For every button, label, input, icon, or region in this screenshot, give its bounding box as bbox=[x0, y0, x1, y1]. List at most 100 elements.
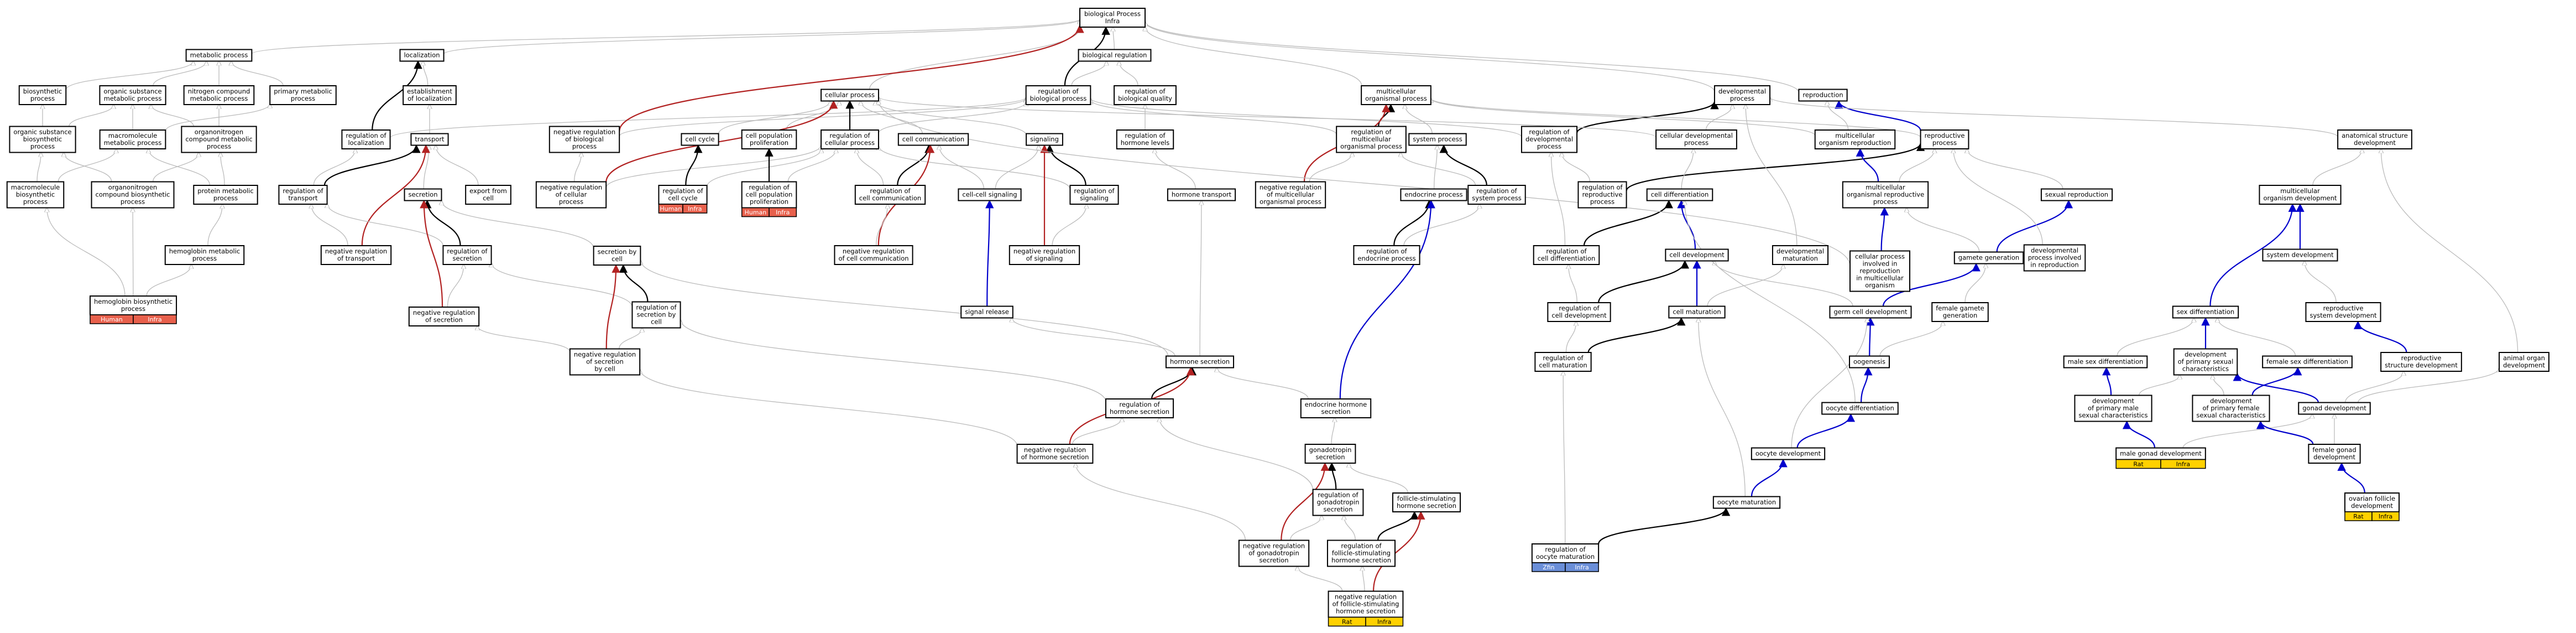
go-term-node-syster[interactable]: system development bbox=[2262, 248, 2338, 262]
go-term-node-hormsec[interactable]: hormone secretion bbox=[1165, 355, 1235, 369]
go-term-node-germcell[interactable]: germ cell development bbox=[1829, 305, 1912, 319]
go-term-node-femsexdiff[interactable]: female sex differentiation bbox=[2262, 355, 2353, 369]
go-term-node-endoproc[interactable]: endocrine process bbox=[1400, 188, 1467, 201]
go-term-node-secretion[interactable]: secretion bbox=[404, 188, 442, 201]
go-term-node-gamgen[interactable]: gamete generation bbox=[1953, 251, 2024, 264]
go-term-node-gonaddev[interactable]: gonad development bbox=[2298, 402, 2371, 415]
go-term-node-transport[interactable]: transport bbox=[410, 133, 449, 146]
go-term-node-cellcycle[interactable]: cell cycle bbox=[681, 133, 719, 146]
go-term-node-malegonad[interactable]: male gonad development bbox=[2115, 447, 2206, 460]
go-term-node-cellmat[interactable]: cell maturation bbox=[1668, 305, 1726, 319]
go-term-node-cellproc[interactable]: cellular process bbox=[821, 89, 879, 102]
go-term-node-metab[interactable]: metabolic process bbox=[185, 49, 253, 62]
go-term-node-repro[interactable]: reproduction bbox=[1798, 89, 1848, 102]
go-term-node-local[interactable]: localization bbox=[399, 49, 445, 62]
go-term-node-signalrel[interactable]: signal release bbox=[960, 305, 1013, 319]
go-term-node-sexdiff[interactable]: sex differentiation bbox=[2172, 305, 2239, 319]
go-term-node-oocytediff[interactable]: oocyte differentiation bbox=[1821, 402, 1899, 415]
go-term-node-cellcellsig[interactable]: cell-cell signaling bbox=[958, 188, 1022, 201]
go-term-node-oocytemat[interactable]: oocyte maturation bbox=[1712, 496, 1781, 509]
go-term-node-cellcomm[interactable]: cell communication bbox=[897, 133, 969, 146]
go-term-node-oogenesis[interactable]: oogenesis bbox=[1849, 355, 1890, 369]
go-term-node-hormtrans[interactable]: hormone transport bbox=[1167, 188, 1236, 201]
go-term-node-sysproc[interactable]: system process bbox=[1408, 133, 1467, 146]
go-term-node-bioreg[interactable]: biological regulation bbox=[1078, 49, 1152, 62]
go-term-node-regfsh[interactable]: regulation offollicle-stimulatinghormone… bbox=[1326, 539, 1396, 567]
go-term-node-celldiff[interactable]: cell differentiation bbox=[1646, 188, 1713, 201]
go-term-node-celldev[interactable]: cell development bbox=[1665, 248, 1729, 262]
go-term-node-sexrepro[interactable]: sexual reproduction bbox=[2040, 188, 2113, 201]
go-term-node-oocytedev[interactable]: oocyte development bbox=[1751, 447, 1826, 460]
go-term-node-malesexdiff[interactable]: male sex differentiation bbox=[2063, 355, 2148, 369]
